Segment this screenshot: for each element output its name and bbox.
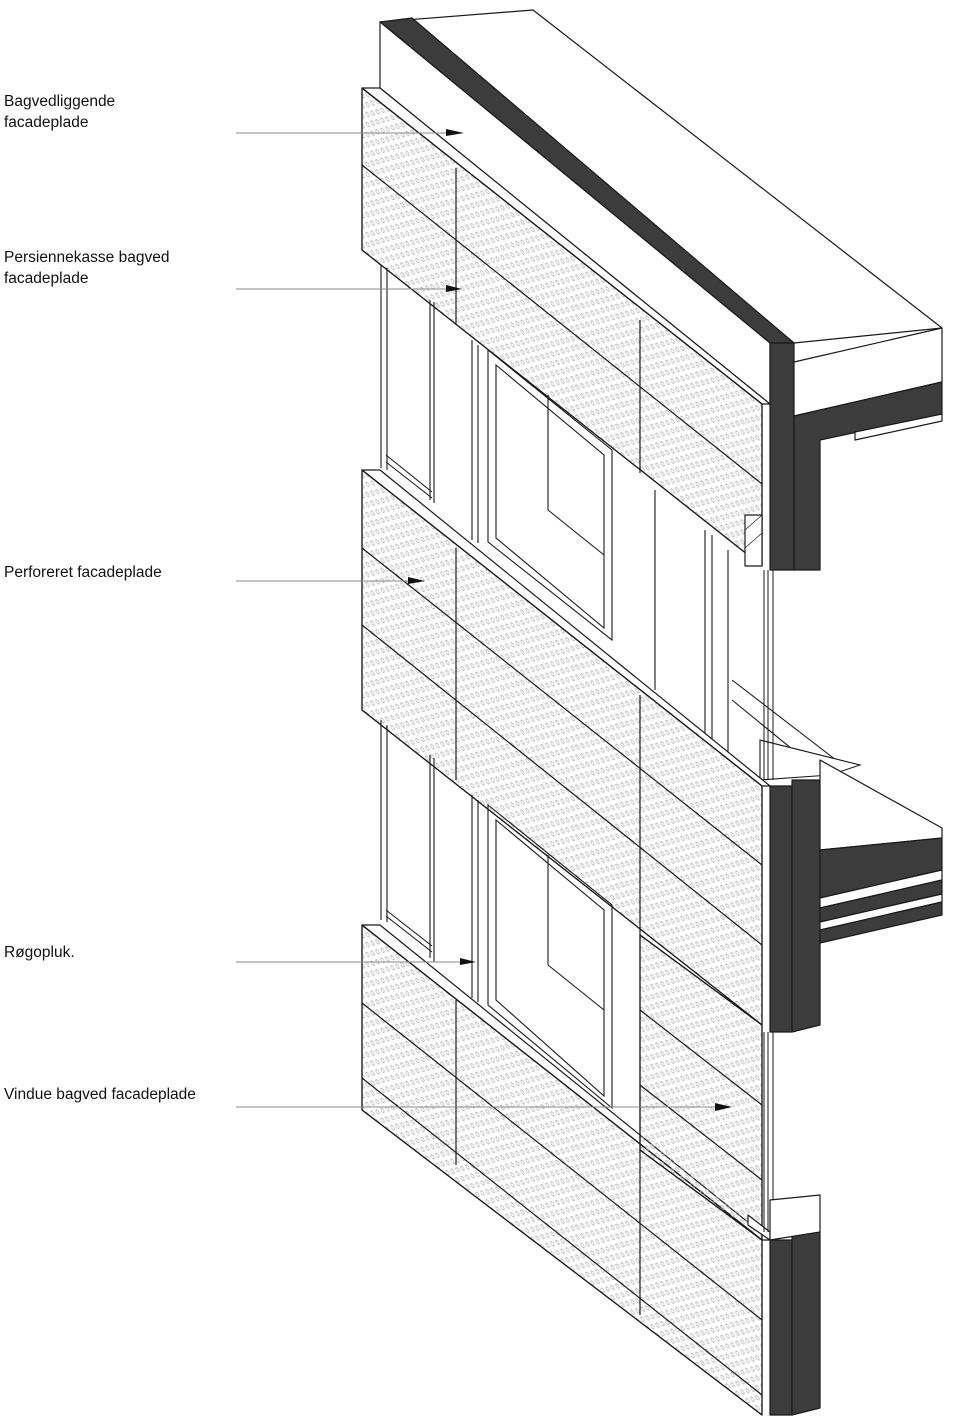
label-rogopluk: Røgopluk. <box>4 944 75 961</box>
lower-panel-band <box>361 924 821 1416</box>
arrowhead-icon <box>446 129 464 136</box>
label-persiennekasse-line1: Persiennekasse bagved <box>4 249 170 266</box>
label-vindue: Vindue bagved facadeplade <box>4 1086 196 1103</box>
arrowhead-icon <box>460 958 476 965</box>
label-persiennekasse-line2: facadeplade <box>4 270 89 287</box>
arrowhead-icon <box>715 1103 732 1111</box>
label-perforeret: Perforeret facadeplade <box>4 564 162 581</box>
arrowhead-icon <box>446 285 462 292</box>
arrowheads <box>408 129 732 1111</box>
leader-lines <box>236 132 730 1108</box>
upper-panel-band <box>361 87 771 567</box>
label-bagvedliggende-line2: facadeplade <box>4 114 89 131</box>
roof-parapet <box>379 9 943 571</box>
arrowhead-icon <box>408 577 425 584</box>
label-bagvedliggende-line1: Bagvedliggende <box>4 93 116 110</box>
middle-panel-band <box>361 469 943 1033</box>
lower-window-zone <box>380 720 613 1110</box>
